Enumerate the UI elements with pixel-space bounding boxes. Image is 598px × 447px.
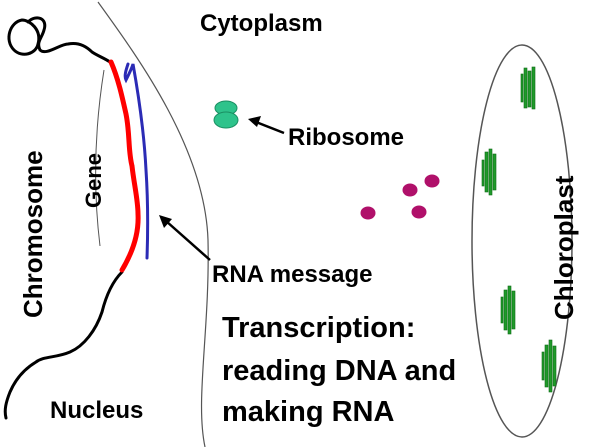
ribosome-icon xyxy=(213,100,239,129)
ribosome-arrowhead xyxy=(248,116,261,127)
rna-strand-icon xyxy=(123,62,150,260)
chloroplast-outline xyxy=(471,44,573,438)
chromosome-label: Chromosome xyxy=(18,150,48,318)
rna-arrowhead xyxy=(159,215,172,228)
rna-message-label: RNA message xyxy=(212,261,373,288)
cytoplasm-label: Cytoplasm xyxy=(200,10,323,37)
dna-strand-icon xyxy=(3,16,124,420)
purple-particles xyxy=(360,174,440,220)
pointer-arrows xyxy=(159,116,285,261)
chloroplast-icon xyxy=(471,44,573,438)
dna-tail-bottom xyxy=(3,270,124,420)
gene-label: Gene xyxy=(81,153,106,208)
gene-dna-strand xyxy=(108,59,141,273)
nucleus-label: Nucleus xyxy=(50,397,143,424)
ribosome-arrow xyxy=(255,120,285,135)
chloroplast-label: Chloroplast xyxy=(549,175,579,320)
nucleus-membrane xyxy=(97,1,209,447)
gene-bracket xyxy=(95,69,105,247)
caption-line-3: making RNA xyxy=(222,396,394,428)
caption-line-1: Transcription: xyxy=(222,312,415,344)
ribosome-label: Ribosome xyxy=(288,124,404,151)
thylakoid-stacks xyxy=(481,66,557,393)
rna-arrow xyxy=(165,220,211,261)
dna-coil-top xyxy=(7,16,112,64)
caption-line-2: reading DNA and xyxy=(222,355,456,387)
